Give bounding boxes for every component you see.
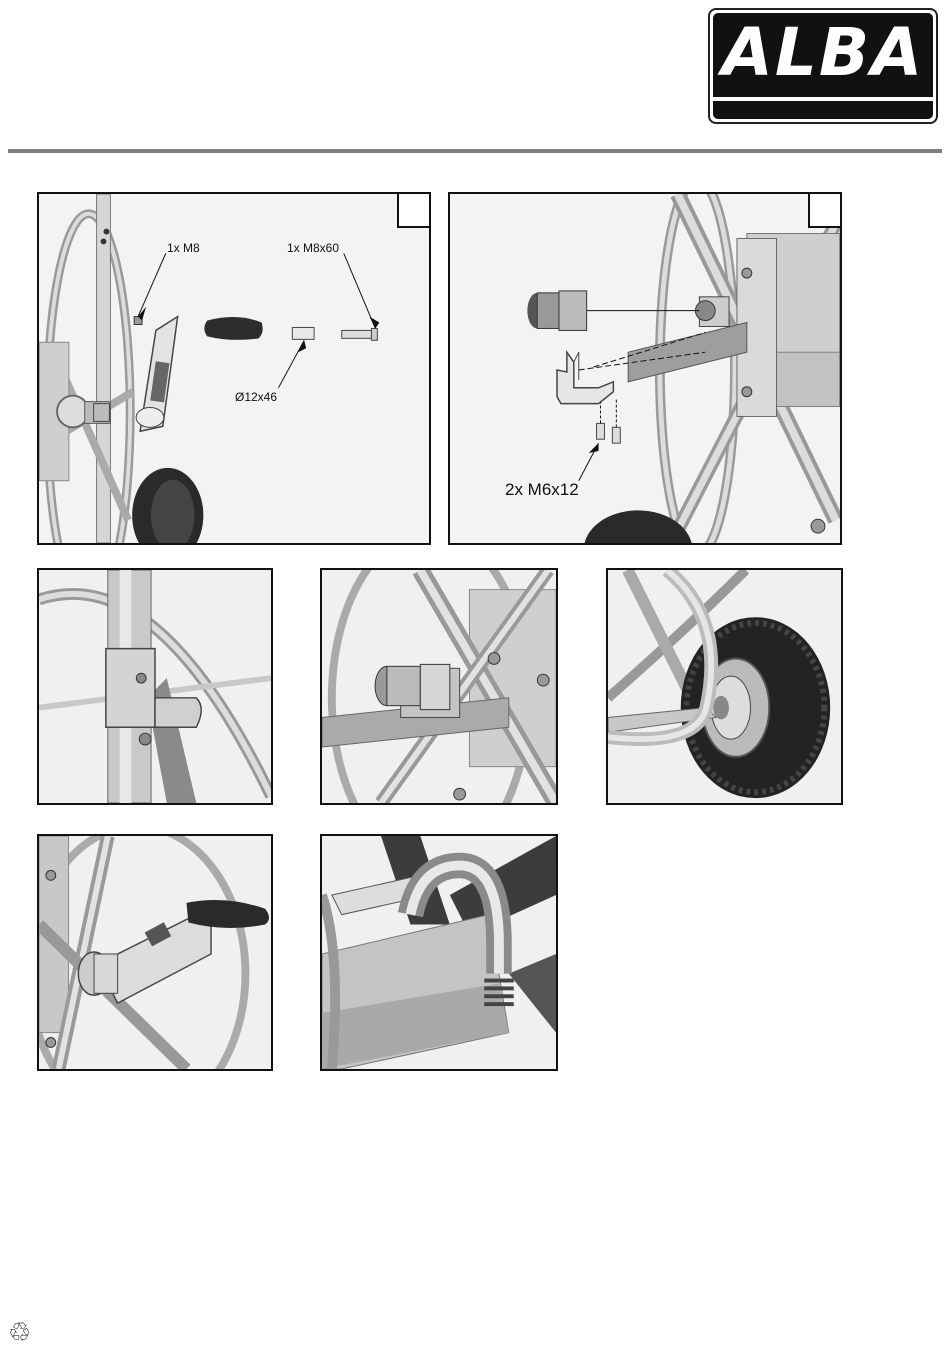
recycle-icon: ♲ (8, 1318, 38, 1348)
label-m8x60-bolt: 1x M8x60 (287, 241, 339, 255)
label-m8-nut: 1x M8 (167, 241, 200, 255)
step-number-box (808, 192, 842, 228)
hose-guide-detail-illustration (322, 836, 556, 1069)
step-2-panel: 2x M6x12 (448, 192, 842, 545)
detail-hose-connector-panel (320, 568, 558, 805)
handle-clamp-illustration (39, 570, 271, 803)
detail-wheel-panel (606, 568, 843, 805)
step-1-panel: 1x M8 1x M8x60 Ø12x46 (37, 192, 431, 545)
label-spacer-tube: Ø12x46 (235, 390, 277, 404)
wheel-detail-illustration (608, 570, 841, 803)
label-m6x12-screws: 2x M6x12 (505, 480, 579, 500)
detail-crank-handle-panel (37, 834, 273, 1071)
detail-hose-guide-panel (320, 834, 558, 1071)
brand-name: ALBA (713, 15, 933, 91)
hose-connector-detail-illustration (322, 570, 556, 803)
crank-assembly-illustration (39, 194, 429, 543)
step-number-box (397, 192, 431, 228)
crank-handle-detail-illustration (39, 836, 271, 1069)
brand-logo: ALBA (708, 8, 938, 124)
header-rule (8, 149, 942, 153)
detail-handle-clamp-panel (37, 568, 273, 805)
